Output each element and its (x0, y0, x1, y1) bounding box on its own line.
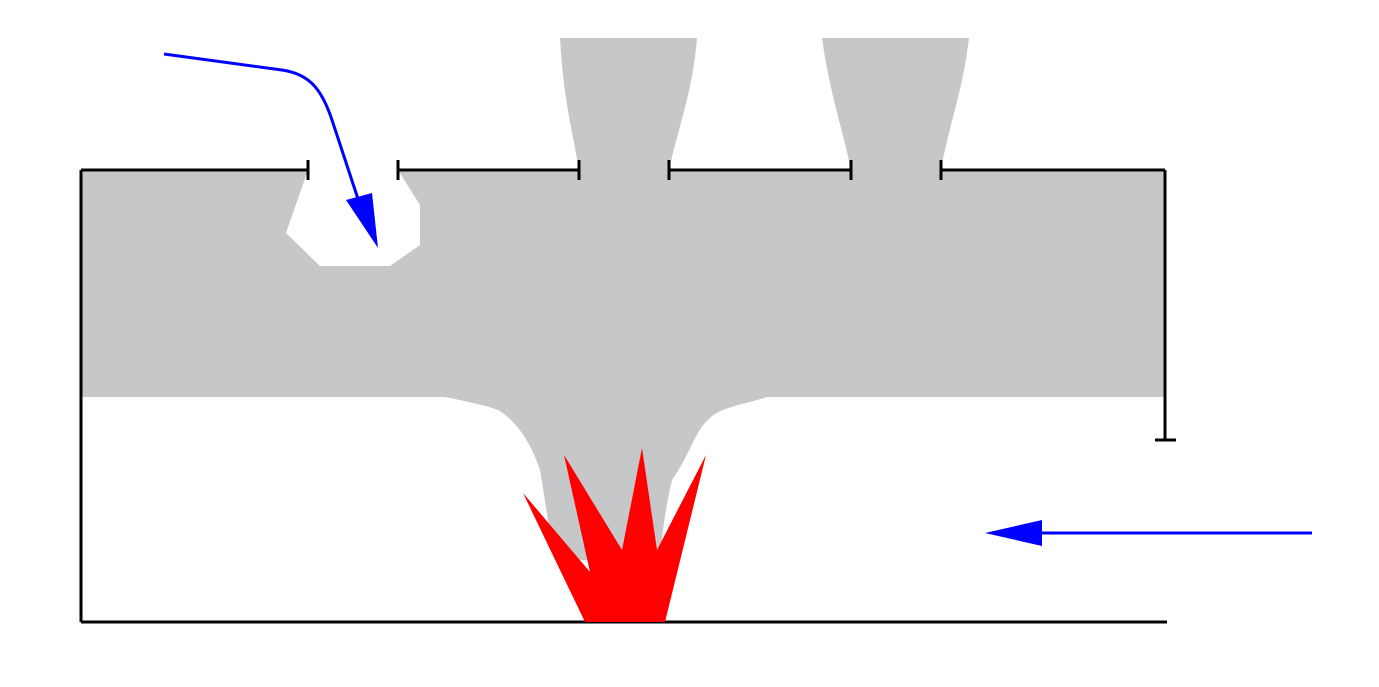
airflow-arrow-inlet (163, 52, 362, 206)
airflow-arrow-right-head (985, 520, 1042, 546)
fresh-air-opening (286, 170, 420, 266)
airflow-arrow-inlet-head (346, 193, 378, 248)
smoke-layer (81, 38, 1165, 560)
fire-source (523, 448, 706, 622)
